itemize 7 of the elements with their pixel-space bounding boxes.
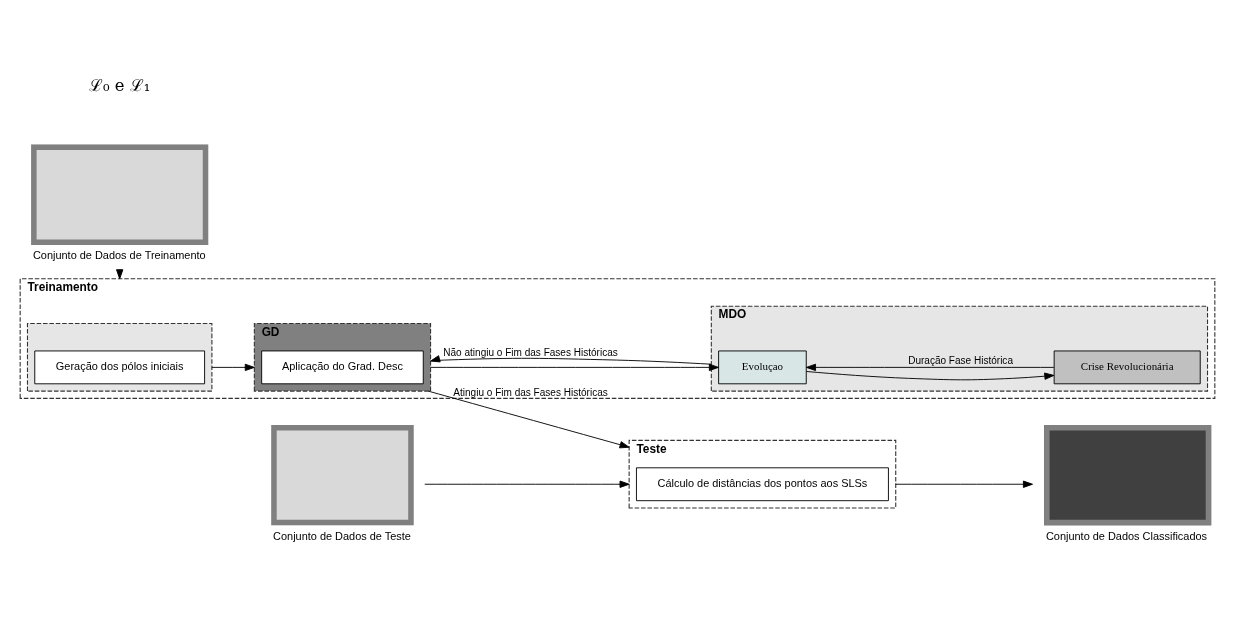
edge-label: Não atingiu o Fim das Fases Históricas (443, 346, 618, 358)
node-label: Conjunto de Dados de Treinamento (32, 248, 206, 261)
edge-label: Duração Fase Histórica (908, 354, 1013, 366)
label: ℒ₀ e ℒ₁ (89, 75, 151, 95)
node-label: Conjunto de Dados Classificados (1045, 529, 1208, 542)
edge-label: Atingiu o Fim das Fases Históricas (453, 386, 608, 398)
node-label: Conjunto de Dados de Teste (273, 529, 411, 542)
